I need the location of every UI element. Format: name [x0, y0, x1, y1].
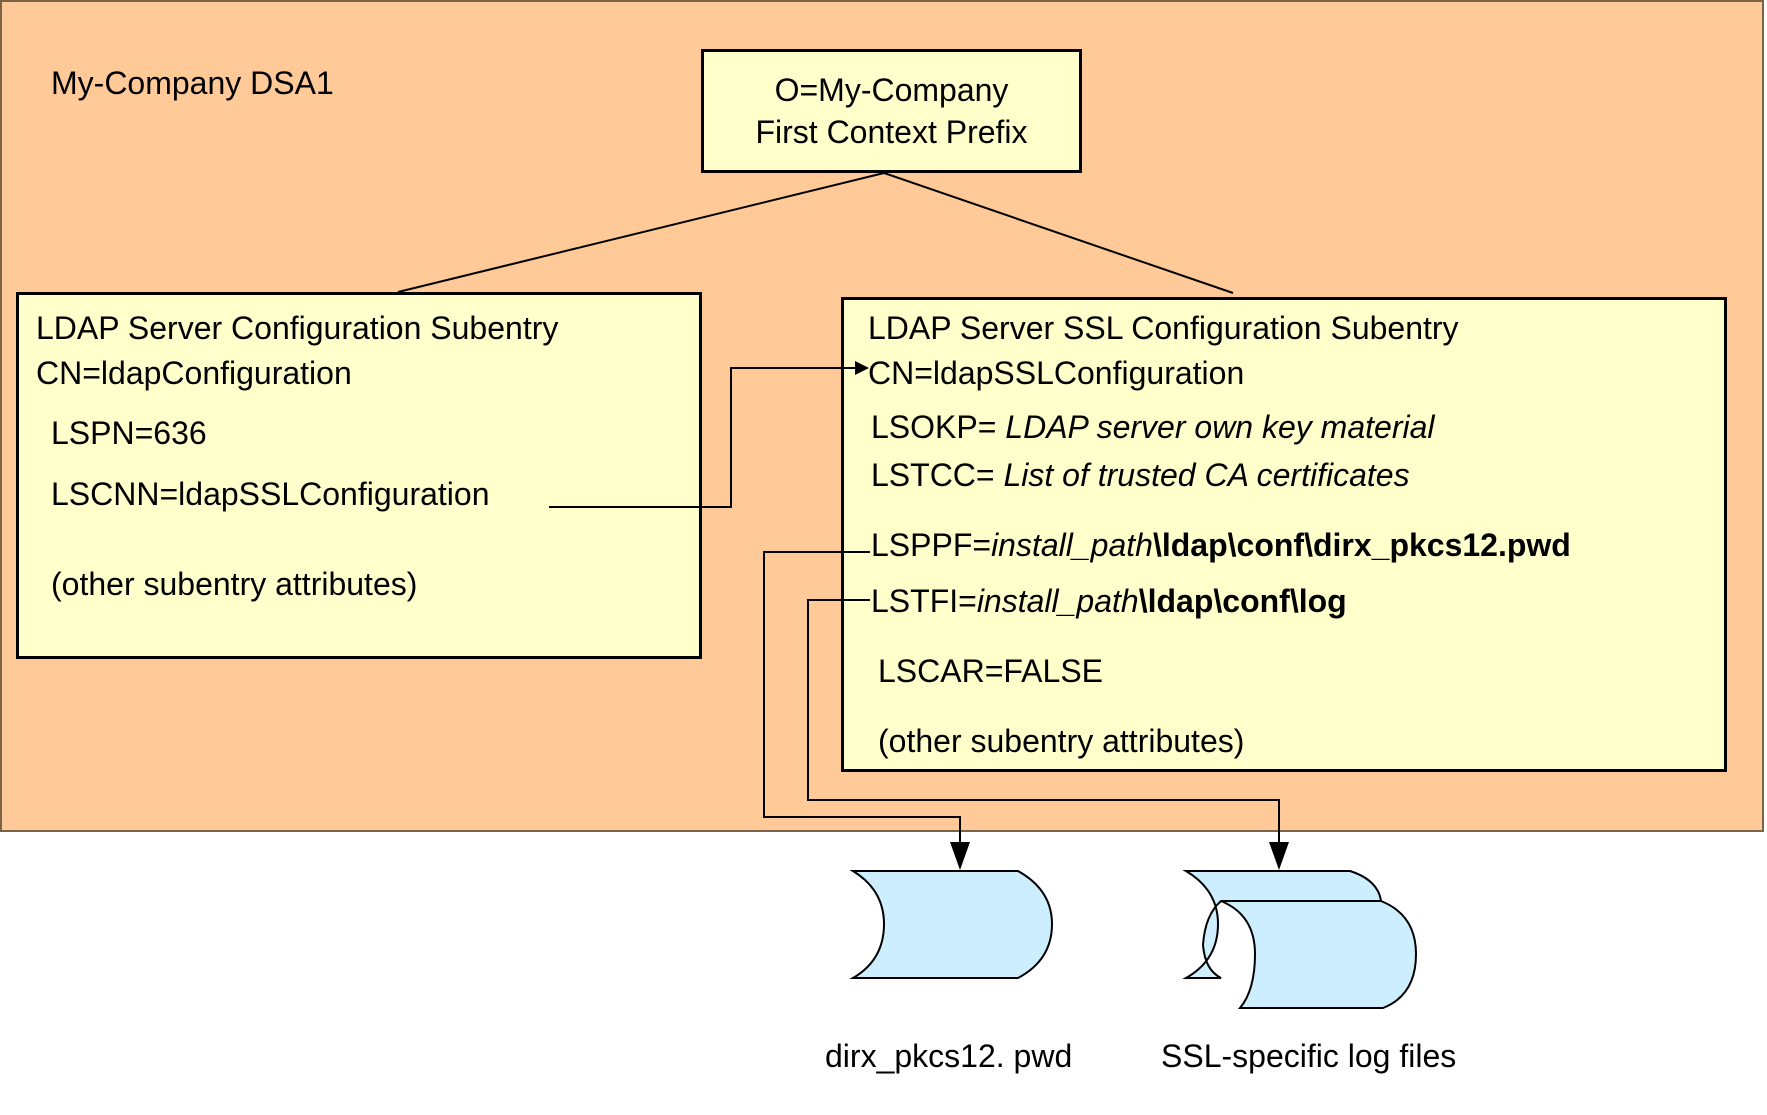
root-node: O=My-Company First Context Prefix: [701, 49, 1082, 173]
attr-lscnn: LSCNN=ldapSSLConfiguration: [51, 476, 490, 512]
attr-path: \ldap\conf\log: [1138, 583, 1347, 619]
arrowhead-down-icon: [1269, 842, 1289, 870]
arrowhead-icon: [855, 361, 869, 375]
file-label: SSL-specific log files: [1161, 1038, 1457, 1074]
subentry-cn: CN=ldapSSLConfiguration: [868, 355, 1245, 391]
attr-name: LSPPF=: [871, 527, 992, 563]
attr-lsokp: LSOKP= LDAP server own key material: [871, 411, 1434, 443]
reference-arrow: [549, 367, 866, 508]
tree-edge-left: [397, 172, 885, 293]
arrowhead-down-icon: [950, 842, 970, 870]
root-node-dn: O=My-Company: [774, 72, 1009, 108]
attr-name: LSTCC=: [871, 457, 1004, 493]
subentry-title: LDAP Server Configuration Subentry: [36, 310, 559, 346]
attr-lscar: LSCAR=FALSE: [878, 653, 1103, 689]
attr-name: LSOKP=: [871, 409, 1006, 445]
lsppf-connector: [763, 551, 961, 842]
attr-var: install_path: [976, 583, 1139, 619]
attr-other: (other subentry attributes): [878, 723, 1245, 759]
attr-other: (other subentry attributes): [51, 566, 418, 602]
lstfi-connector: [807, 599, 1280, 842]
attr-name: LSTFI=: [871, 583, 977, 619]
dsa-label: My-Company DSA1: [51, 65, 334, 101]
ldap-config-subentry: LDAP Server Configuration Subentry CN=ld…: [16, 292, 702, 659]
subentry-title: LDAP Server SSL Configuration Subentry: [868, 310, 1459, 346]
file-label: dirx_pkcs12. pwd: [825, 1038, 1073, 1074]
attr-value: LDAP server own key material: [1005, 409, 1435, 445]
attr-var: install_path: [991, 527, 1153, 563]
attr-lstfi: LSTFI=install_path\ldap\conf\log: [871, 585, 1347, 617]
attr-lsppf: LSPPF=install_path\ldap\conf\dirx_pkcs12…: [871, 529, 1571, 561]
attr-value: List of trusted CA certificates: [1003, 457, 1410, 493]
stacked-files-icon: [1182, 870, 1383, 979]
attr-path: \ldap\conf\dirx_pkcs12.pwd: [1152, 527, 1571, 563]
subentry-cn: CN=ldapConfiguration: [36, 355, 352, 391]
stacked-files-icon: [1220, 900, 1418, 1009]
attr-lspn: LSPN=636: [51, 415, 207, 451]
file-icon: [849, 870, 1054, 979]
tree-edge-right: [883, 172, 1234, 294]
attr-lstcc: LSTCC= List of trusted CA certificates: [871, 459, 1410, 491]
root-node-caption: First Context Prefix: [755, 114, 1028, 150]
ssl-config-subentry: LDAP Server SSL Configuration Subentry C…: [841, 297, 1727, 772]
